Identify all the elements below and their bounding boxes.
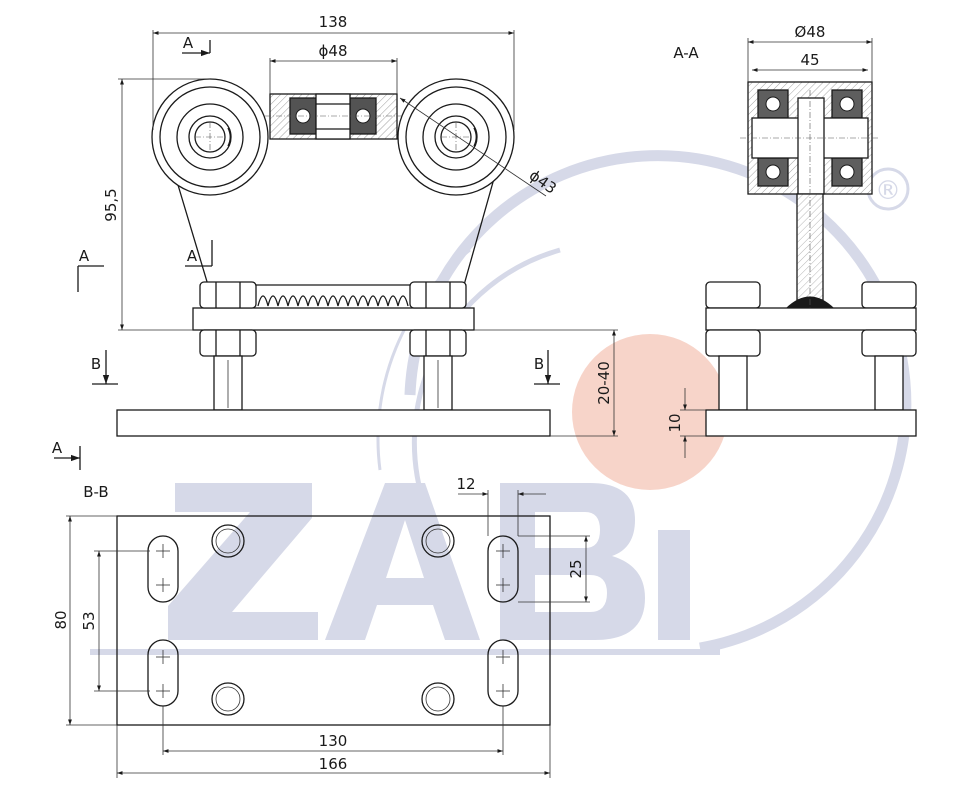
watermark-registered-mark: ® xyxy=(875,176,901,206)
svg-text:A: A xyxy=(187,247,198,265)
nut-upper-right xyxy=(409,281,467,309)
svg-text:A: A xyxy=(183,34,194,52)
hole-top-left xyxy=(211,524,245,558)
slot-top-right xyxy=(487,535,519,603)
hole-top-right xyxy=(421,524,455,558)
dim-bb-slot-spacing: 53 xyxy=(80,611,98,630)
watermark-letter-b xyxy=(500,483,645,640)
svg-text:B: B xyxy=(534,355,544,373)
nut-upper-left xyxy=(199,281,257,309)
front-view: 138 ϕ48 95,5 ϕ43 20-40 A A A A xyxy=(52,13,618,470)
section-bb-plate xyxy=(116,515,551,726)
nut-lower-right xyxy=(409,329,467,357)
section-bb-title: B-B xyxy=(83,483,108,501)
dim-bb-slot-length: 25 xyxy=(567,559,585,578)
dim-roller-diameter: ϕ48 xyxy=(319,42,348,60)
svg-text:A: A xyxy=(52,439,63,457)
upper-plate xyxy=(192,307,475,331)
section-marks-front: A A A A B B xyxy=(52,34,560,470)
watermark-letter-z xyxy=(168,483,318,640)
left-wheel xyxy=(151,78,269,196)
dim-bb-hole-spacing: 130 xyxy=(319,732,348,750)
dim-aa-diameter: Ø48 xyxy=(795,23,826,41)
dim-height: 95,5 xyxy=(102,188,120,221)
dim-overall-width: 138 xyxy=(319,13,348,31)
svg-text:A: A xyxy=(79,247,90,265)
slot-top-left xyxy=(147,535,179,603)
hole-bottom-left xyxy=(211,682,245,716)
dim-aa-thickness: 10 xyxy=(666,413,684,432)
base-plate xyxy=(116,409,551,437)
watermark-letter-a xyxy=(325,483,480,640)
section-bb-view: B-B xyxy=(52,475,590,778)
dim-adjust-range: 20-40 xyxy=(595,361,613,405)
watermark: ® xyxy=(90,150,912,655)
dim-bb-plate-length: 166 xyxy=(319,755,348,773)
dim-bb-plate-height: 80 xyxy=(52,610,70,629)
watermark-highlight-circle xyxy=(572,334,728,490)
section-aa-title: A-A xyxy=(673,44,699,62)
hole-bottom-right xyxy=(421,682,455,716)
nut-lower-left xyxy=(199,329,257,357)
bracket-body xyxy=(174,174,496,286)
section-aa-base-plate xyxy=(705,409,917,437)
spring xyxy=(257,295,409,307)
watermark-letter-i xyxy=(658,530,690,640)
watermark-swoosh-inner2 xyxy=(376,248,471,471)
svg-text:B: B xyxy=(91,355,101,373)
center-roller xyxy=(265,93,402,140)
dim-bb-slot-width: 12 xyxy=(456,475,475,493)
section-aa-view: A-A Ø48 xyxy=(666,23,917,458)
right-wheel xyxy=(397,78,515,196)
dim-aa-width: 45 xyxy=(800,51,819,69)
